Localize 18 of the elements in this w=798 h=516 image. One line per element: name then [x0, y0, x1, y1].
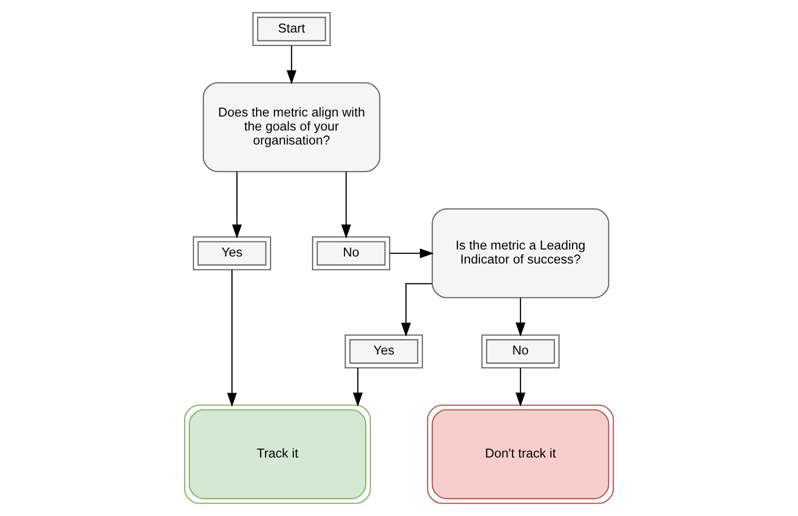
arrow [341, 172, 352, 239]
node-box: No [481, 334, 560, 368]
arrow [352, 368, 363, 407]
arrow [516, 368, 526, 407]
node-box: No [312, 236, 390, 270]
node-box: Track it [184, 404, 371, 504]
node-box: Is the metric a Leading Indicator of success? [432, 208, 610, 298]
node-box: Yes [192, 236, 272, 270]
arrow [390, 248, 434, 258]
node-box: Start [252, 12, 331, 46]
node-box: Yes [344, 334, 423, 368]
arrow [227, 270, 237, 407]
arrow [286, 46, 296, 84]
arrow [516, 298, 526, 337]
arrow [401, 283, 432, 337]
node-box: Does the metric align with the goals of your organisation? [202, 82, 380, 172]
node-box: Don't track it [427, 404, 614, 504]
arrow [232, 172, 242, 239]
